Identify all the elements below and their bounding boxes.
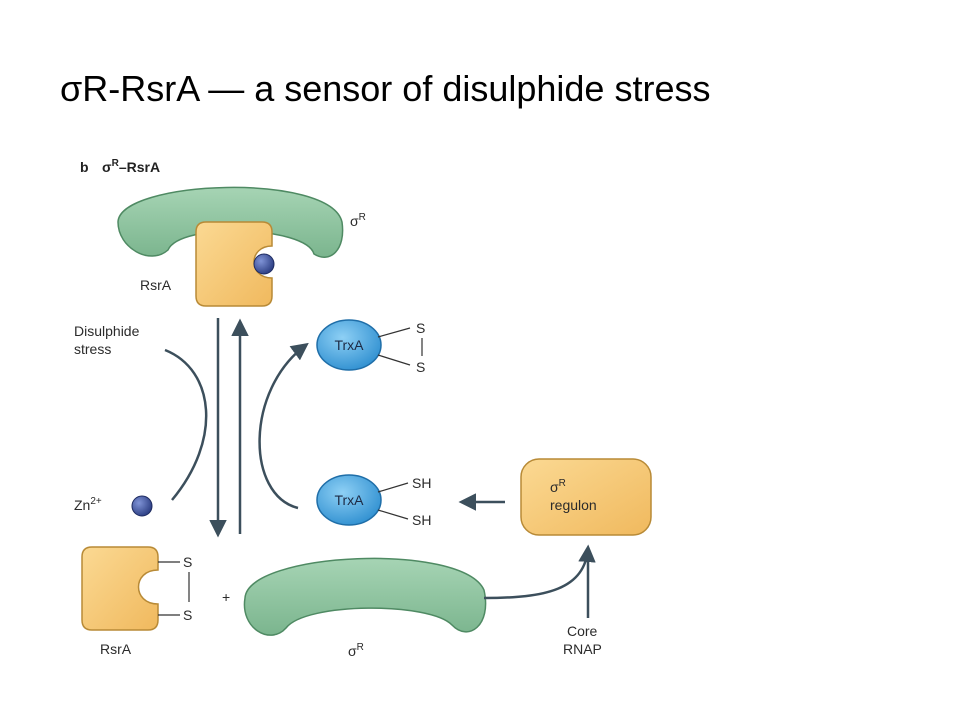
rsra-bottom-s-bottom: S — [183, 607, 192, 623]
disulphide-stress-curve — [164, 348, 208, 501]
core-rnap-label-line1: Core — [567, 623, 598, 639]
zinc-label: Zn2+ — [74, 496, 102, 513]
trxa-oxidized-s-top: S — [416, 320, 425, 336]
trxa-reduced-bond-lower — [377, 509, 409, 520]
rsra-label-top: RsrA — [140, 277, 172, 293]
zinc-ion-free — [131, 495, 153, 517]
panel-letter: b — [80, 159, 89, 175]
trxa-reduced-sh-bottom: SH — [412, 512, 431, 528]
trxa-reduced-sh-top: SH — [412, 475, 431, 491]
trxa-oxidized-bond-upper — [377, 327, 411, 338]
disulphide-stress-label-line1: Disulphide — [74, 323, 140, 339]
sigma-r-label-bottom: σR — [348, 642, 364, 659]
trxa-reduced-label: TrxA — [334, 492, 364, 508]
trxa-oxidation-curve — [258, 342, 309, 510]
regulon-label-line2: regulon — [550, 497, 597, 513]
zinc-ion-bound — [253, 253, 275, 275]
sigma-to-regulon-curve — [483, 544, 596, 600]
rsra-top — [195, 221, 273, 307]
regulon-label-line1: σR — [550, 478, 566, 495]
plus-sign: + — [222, 589, 230, 605]
sigma-r-regulon-box — [520, 458, 652, 536]
rsra-bottom — [81, 546, 159, 631]
sigma-r-label-top: σR — [350, 212, 366, 229]
trxa-oxidized-bond-lower — [377, 354, 411, 366]
rsra-bottom-s-top: S — [183, 554, 192, 570]
panel-heading-text: σR–RsrA — [102, 158, 160, 175]
rsra-label-bottom: RsrA — [100, 641, 132, 657]
trxa-oxidized — [316, 319, 382, 371]
trxa-reduced — [316, 474, 382, 526]
panel-heading: b σR–RsrA — [80, 158, 160, 175]
core-rnap-label-line2: RNAP — [563, 641, 602, 657]
slide-title: σR-RsrA — a sensor of disulphide stress — [60, 68, 711, 109]
disulphide-stress-label-line2: stress — [74, 341, 111, 357]
sigma-r-arc-bottom — [243, 557, 487, 636]
trxa-oxidized-s-bottom: S — [416, 359, 425, 375]
trxa-reduced-bond-upper — [377, 482, 409, 493]
trxa-oxidized-label: TrxA — [334, 337, 364, 353]
